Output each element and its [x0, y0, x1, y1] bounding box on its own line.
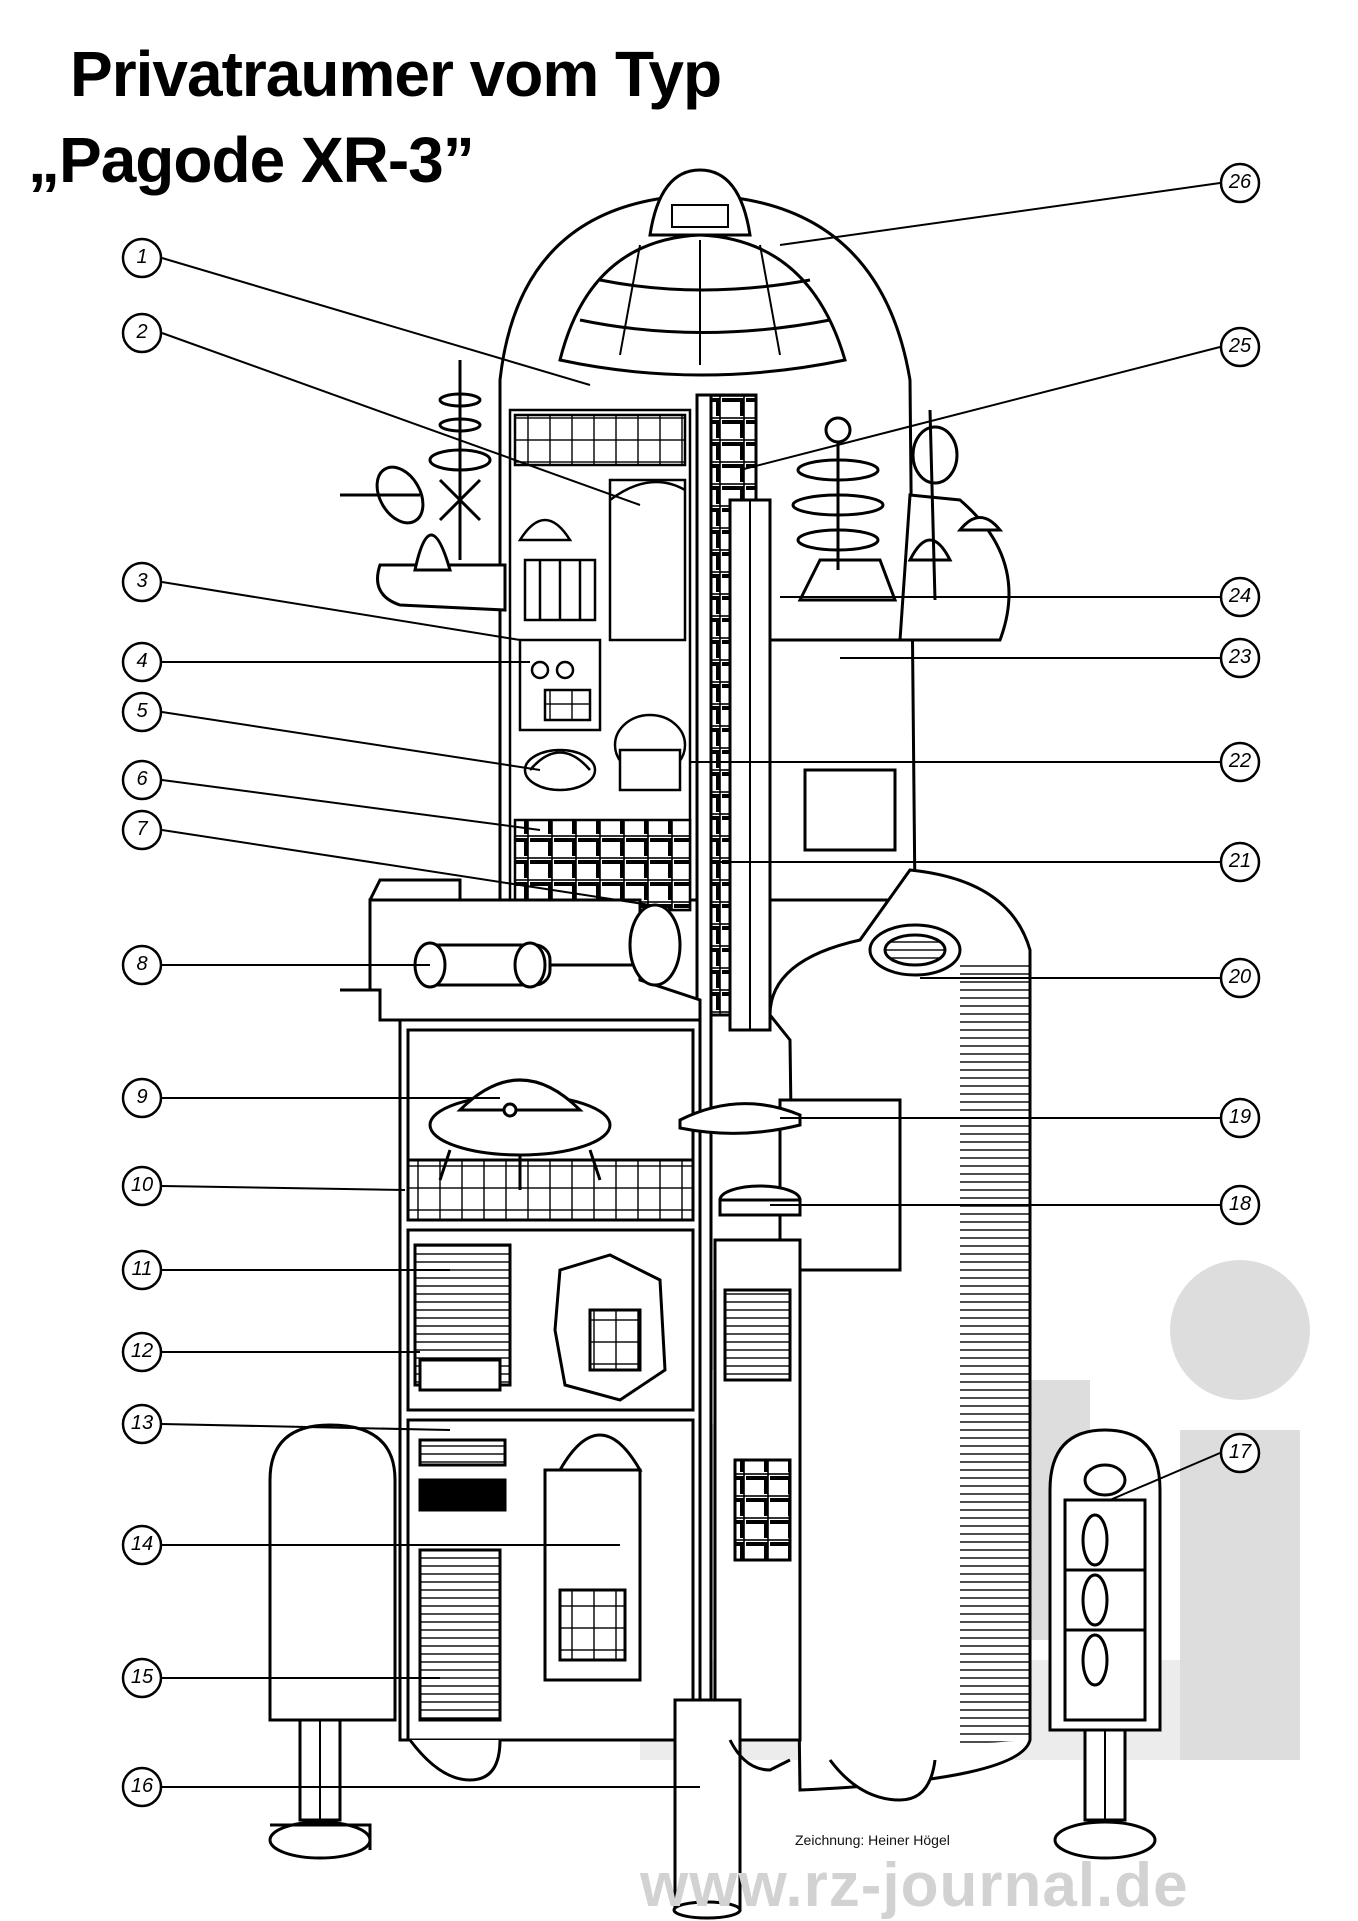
right-pod	[1048, 1428, 1162, 1860]
callout-11: 11	[131, 1258, 153, 1280]
callout-5: 5	[136, 700, 148, 722]
callout-9: 9	[136, 1086, 148, 1108]
left-pod	[268, 1423, 502, 1860]
callout-8: 8	[136, 953, 148, 975]
callout-12: 12	[130, 1340, 154, 1362]
watermark-url: www.rz-journal.de	[640, 1851, 1189, 1920]
callout-22: 22	[1228, 750, 1252, 772]
lower-body	[340, 768, 1032, 1792]
callout-25: 25	[1228, 335, 1252, 357]
callout-19: 19	[1228, 1106, 1252, 1128]
callout-24: 24	[1228, 585, 1252, 607]
callout-16: 16	[130, 1775, 154, 1797]
callout-21: 21	[1228, 850, 1252, 872]
callout-4: 4	[136, 650, 148, 672]
upper-interior	[508, 408, 692, 912]
callout-2: 2	[136, 321, 148, 343]
callout-23: 23	[1228, 646, 1252, 668]
title-line-2: „Pagode XR-3”	[28, 124, 475, 196]
central-shaft	[695, 393, 772, 1837]
callout-6: 6	[136, 768, 148, 790]
callout-20: 20	[1228, 966, 1252, 988]
platform-left	[340, 360, 507, 612]
callout-1: 1	[136, 246, 148, 268]
callout-17: 17	[1228, 1441, 1252, 1463]
leader-lines	[161, 182, 1221, 1788]
base-nozzles	[672, 1698, 937, 1920]
callout-7: 7	[136, 818, 148, 840]
callout-18: 18	[1228, 1193, 1252, 1215]
callout-10: 10	[130, 1174, 154, 1196]
callout-13: 13	[130, 1412, 154, 1434]
drawing-credit: Zeichnung: Heiner Högel	[795, 1832, 950, 1848]
callout-3: 3	[136, 570, 148, 592]
title-line-1: Privatraumer vom Typ	[70, 38, 722, 110]
callout-15: 15	[130, 1666, 154, 1688]
callout-26: 26	[1228, 171, 1252, 193]
callout-14: 14	[130, 1533, 154, 1555]
